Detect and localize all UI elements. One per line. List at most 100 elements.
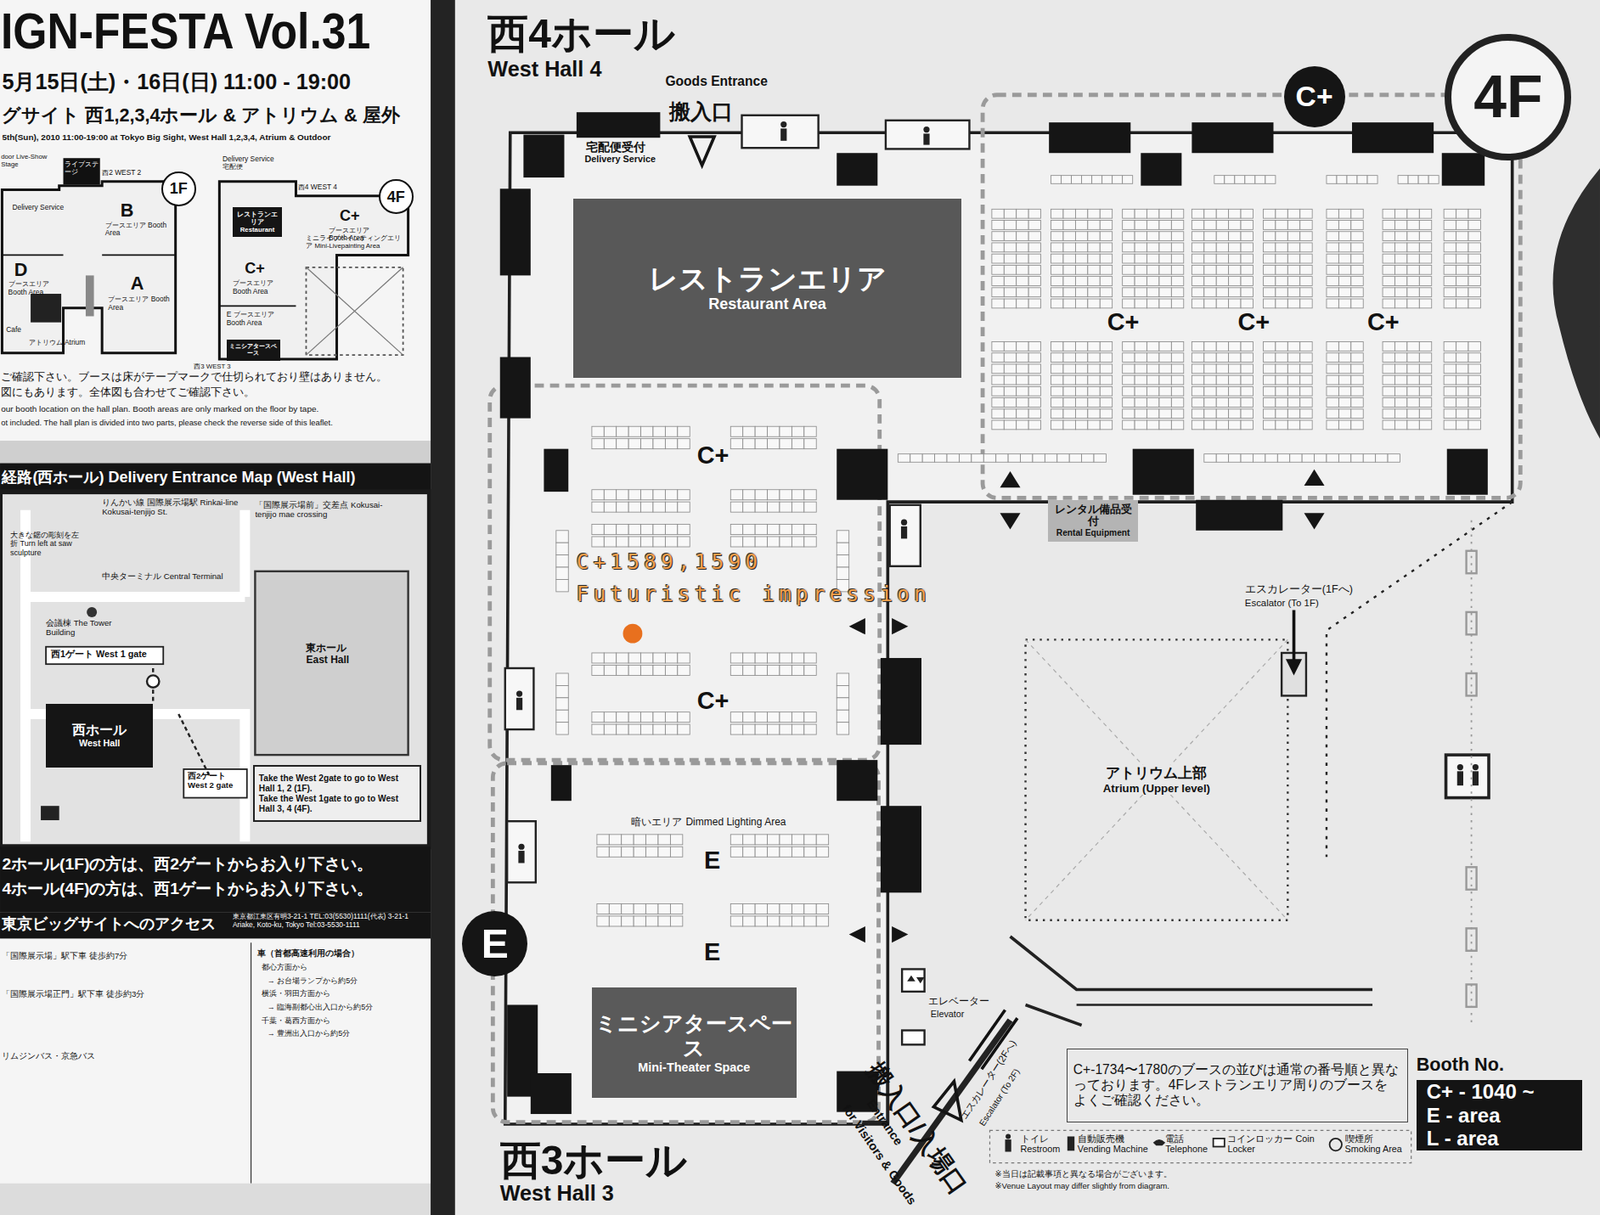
booth-cells	[1394, 220, 1407, 231]
wall-pillars	[1195, 500, 1283, 531]
route-map-label: りんかい線 国際展示場駅 Rinkai-line Kokusai-tenjijo…	[101, 497, 240, 517]
booth-cells	[1382, 276, 1395, 287]
booth-cells	[1063, 386, 1076, 396]
booth-cells	[1338, 409, 1351, 419]
booth-cells	[1275, 364, 1288, 374]
delivery-route-map	[254, 571, 408, 755]
booth-cells	[1300, 386, 1313, 396]
booth-cells	[1300, 420, 1313, 430]
booth-cells	[779, 712, 792, 723]
booth-cells	[1008, 454, 1020, 463]
booth-cells	[991, 231, 1004, 242]
booth-cells	[1204, 276, 1217, 287]
node-text: C+ - 1040 ~	[1416, 1080, 1583, 1105]
booth-cells	[1326, 208, 1339, 219]
booth-cells	[1387, 454, 1400, 463]
mini-map-4f	[219, 305, 296, 308]
booth-cells	[633, 916, 646, 927]
booth-cells	[1351, 276, 1364, 287]
hall-floor	[455, 0, 1600, 1215]
booth-cells	[1134, 386, 1147, 396]
booth-cells	[1456, 364, 1469, 374]
booth-cells	[1326, 364, 1339, 374]
node-title: C+	[1295, 80, 1334, 114]
booth-cells	[1147, 353, 1160, 363]
booth-cells	[1382, 242, 1395, 253]
event-title: IGN-FESTA Vol.31	[0, 1, 371, 61]
booth-cells	[791, 916, 804, 927]
booth-cells	[1326, 231, 1339, 242]
booth-cells	[1122, 253, 1135, 264]
restroom-boxes	[518, 844, 524, 851]
booth-cells	[1419, 231, 1431, 242]
booth-cells	[1394, 287, 1407, 298]
booth-cells	[754, 501, 767, 513]
booth-cells	[767, 846, 780, 857]
booth-cells	[641, 536, 654, 547]
booth-cells	[991, 386, 1004, 396]
booth-cells	[1382, 253, 1395, 264]
booth-cells	[1228, 386, 1241, 396]
node-title: 4F	[387, 188, 406, 207]
leaflet-left-page	[0, 1183, 431, 1215]
booth-cells	[1159, 375, 1172, 385]
booth-cells	[1063, 298, 1076, 309]
booth-cells	[1468, 264, 1481, 275]
booth-cells	[1275, 298, 1288, 309]
wall-pillars	[836, 152, 878, 186]
booth-cells	[1326, 220, 1339, 231]
booth-cells	[664, 490, 677, 501]
booth-cells	[1456, 375, 1469, 385]
booth-cells	[743, 916, 755, 927]
booth-cells	[1262, 386, 1275, 396]
booth-cells	[1456, 264, 1469, 275]
booth-cells	[1147, 398, 1160, 408]
booth-cells	[1287, 409, 1300, 419]
booth-cells	[1456, 342, 1469, 352]
booth-cells	[1099, 409, 1112, 419]
booth-cells	[1171, 342, 1184, 352]
booth-cells	[1134, 253, 1147, 264]
booth-cells	[1300, 287, 1313, 298]
booth-cells	[1191, 298, 1204, 309]
booth-cells	[1016, 364, 1029, 374]
booth-cells	[1016, 276, 1029, 287]
mini-map-1f	[30, 293, 62, 323]
gate-note: Take the West 2gate to go to West Hall 1…	[253, 765, 422, 823]
booth-cells	[1287, 220, 1300, 231]
booth-cells	[1456, 242, 1469, 253]
booth-cells	[730, 664, 743, 676]
booth-cells	[1028, 220, 1041, 231]
booth-cells	[1338, 375, 1351, 385]
leaflet-left-page	[0, 912, 431, 939]
map-label: Elevator	[930, 1008, 965, 1020]
booth-cells	[1159, 386, 1172, 396]
booth-cells	[616, 664, 629, 676]
restroom-boxes	[923, 133, 930, 145]
booth-cells	[1075, 287, 1088, 298]
delivery-route-map	[40, 805, 60, 821]
restroom-boxes	[901, 519, 908, 526]
booth-cells	[1287, 420, 1300, 430]
booth-cells	[1338, 298, 1351, 309]
legend-text: 喫煙所 Smoking Area	[1345, 1133, 1403, 1155]
booth-cells	[804, 724, 817, 735]
booth-cells	[1240, 364, 1253, 374]
booth-cells	[1338, 287, 1351, 298]
booth-cells	[621, 834, 634, 846]
booth-cells	[791, 426, 804, 437]
node-text: Atrium (Upper level)	[1099, 782, 1213, 795]
booth-cells	[1216, 409, 1229, 419]
booth-cells	[1443, 220, 1456, 231]
delivery-route-map	[178, 714, 209, 776]
booth-cells	[1240, 220, 1253, 231]
node-title: レストランエリア	[648, 263, 887, 297]
booth-cells	[1240, 420, 1253, 430]
booth-cells	[1204, 409, 1217, 419]
booth-cells	[1468, 231, 1481, 242]
booth-cells	[836, 722, 849, 735]
booth-cells	[1419, 398, 1431, 408]
access-text: 東京ビッグサイトへのアクセス	[1, 915, 216, 934]
booth-cells	[1262, 353, 1275, 363]
